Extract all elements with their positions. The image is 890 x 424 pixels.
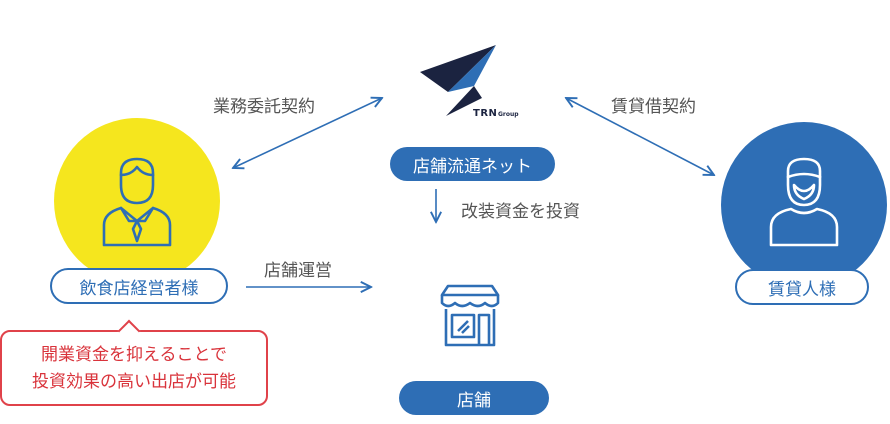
businessman-icon [101, 155, 173, 247]
operation-label: 店舗運営 [264, 261, 332, 281]
lease-arrow [566, 98, 714, 175]
outsourcing-arrow [233, 98, 382, 168]
investment-label: 改装資金を投資 [461, 202, 580, 222]
callout-line-1: 開業資金を抑えることで [41, 345, 227, 365]
lease-contract-label: 賃貸借契約 [611, 97, 696, 117]
logo-text: TRN [473, 108, 498, 119]
bearded-man-icon [767, 155, 841, 247]
trn-group-logo: TRN Group [418, 42, 530, 124]
owner-circle [54, 118, 220, 284]
callout-line-2: 投資効果の高い出店が可能 [32, 372, 236, 392]
store-node: 店舗 [399, 381, 549, 415]
logo-subtext: Group [498, 111, 519, 118]
outsourcing-contract-label: 業務委託契約 [213, 97, 315, 117]
landlord-node: 賃貸人様 [735, 269, 869, 305]
storefront-icon [438, 283, 502, 349]
hub-node: 店舗流通ネット [390, 147, 555, 181]
owner-node: 飲食店経営者様 [50, 268, 228, 304]
benefit-callout: 開業資金を抑えることで 投資効果の高い出店が可能 [0, 330, 268, 406]
